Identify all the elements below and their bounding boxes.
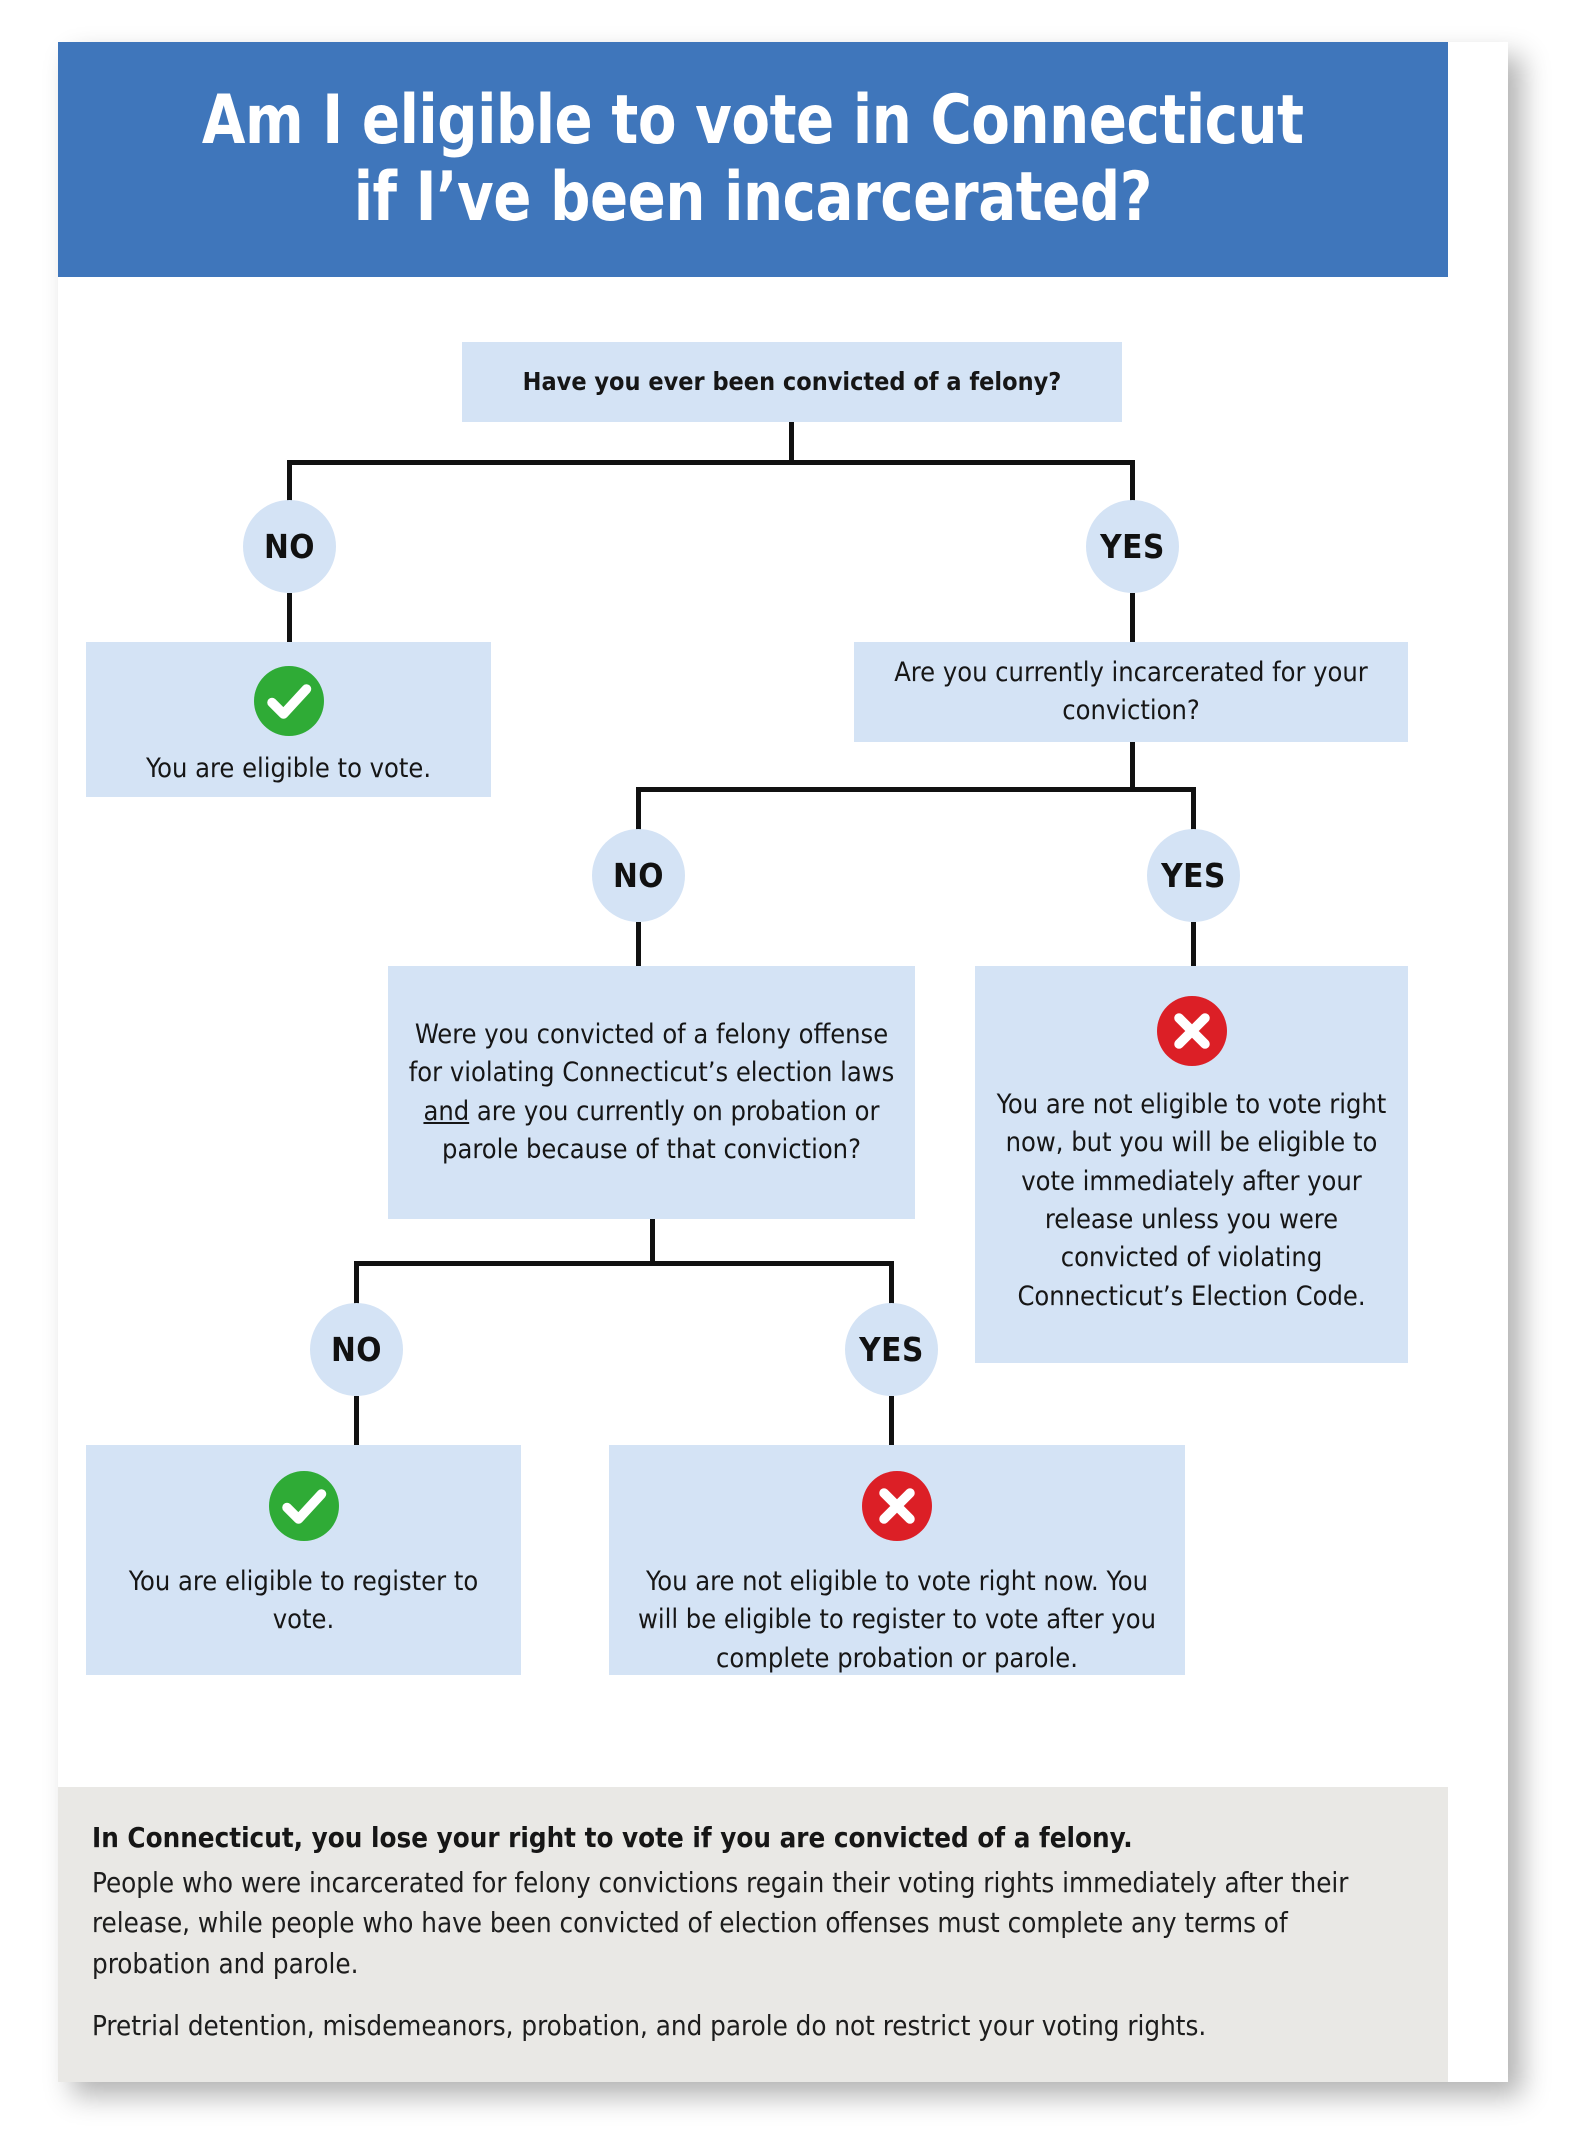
connector-q1-to-no bbox=[287, 460, 292, 503]
answer-q3-no[interactable]: NO bbox=[310, 1303, 403, 1396]
connector-q3-to-yes bbox=[889, 1261, 894, 1306]
connector-q3yes-to-result-4 bbox=[889, 1396, 894, 1446]
result-not-eligible-incarcerated-text: You are not eligible to vote right now, … bbox=[996, 1089, 1387, 1312]
connector-q2yes-to-result-2 bbox=[1191, 922, 1196, 967]
answer-q3-yes[interactable]: YES bbox=[845, 1303, 938, 1396]
answer-q3-yes-label: YES bbox=[859, 1330, 924, 1369]
answer-q3-no-label: NO bbox=[330, 1330, 383, 1369]
infographic-card: Am I eligible to vote in Connecticut if … bbox=[58, 42, 1508, 2082]
page-title-line-2: if I’ve been incarcerated? bbox=[353, 157, 1153, 237]
connector-q3no-to-result-3 bbox=[354, 1396, 359, 1446]
question-1-text: Have you ever been convicted of a felony… bbox=[522, 367, 1062, 397]
result-not-eligible-probation-text: You are not eligible to vote right now. … bbox=[637, 1566, 1157, 1674]
question-2-text: Are you currently incarcerated for your … bbox=[894, 656, 1368, 726]
question-3-emphasis: and bbox=[423, 1095, 470, 1127]
connector-q1-bus bbox=[287, 460, 1135, 465]
connector-q2-stem bbox=[1130, 742, 1135, 790]
connector-yes-to-q2 bbox=[1130, 593, 1135, 643]
question-3-box: Were you convicted of a felony offense f… bbox=[388, 966, 915, 1219]
answer-q2-no-label: NO bbox=[612, 856, 665, 895]
connector-q1-stem bbox=[789, 422, 794, 462]
connector-q3-to-no bbox=[354, 1261, 359, 1306]
connector-q2-to-yes bbox=[1191, 787, 1196, 832]
connector-q3-bus bbox=[354, 1261, 894, 1266]
footer-note-panel: In Connecticut, you lose your right to v… bbox=[58, 1787, 1448, 2082]
result-eligible-to-register-box: You are eligible to register to vote. bbox=[86, 1445, 521, 1675]
result-not-eligible-incarcerated-box: You are not eligible to vote right now, … bbox=[975, 966, 1408, 1363]
answer-q2-no[interactable]: NO bbox=[592, 829, 685, 922]
question-3-text-part-1: Were you convicted of a felony offense f… bbox=[408, 1018, 895, 1089]
answer-q2-yes-label: YES bbox=[1161, 856, 1226, 895]
connector-no-to-result-1 bbox=[287, 593, 292, 643]
connector-q3-stem bbox=[650, 1219, 655, 1264]
check-circle-icon bbox=[253, 666, 324, 736]
x-circle-icon bbox=[862, 1471, 932, 1541]
result-eligible-to-register-text: You are eligible to register to vote. bbox=[128, 1566, 479, 1636]
answer-q2-yes[interactable]: YES bbox=[1147, 829, 1240, 922]
connector-q2-to-no bbox=[636, 787, 641, 832]
result-eligible-to-vote-box: You are eligible to vote. bbox=[86, 642, 491, 797]
result-not-eligible-probation-box: You are not eligible to vote right now. … bbox=[609, 1445, 1185, 1675]
x-circle-icon bbox=[1156, 996, 1227, 1066]
check-circle-icon bbox=[268, 1471, 339, 1541]
footer-paragraph-2: Pretrial detention, misdemeanors, probat… bbox=[92, 2010, 1207, 2043]
question-3-text-part-2: are you currently on probation or parole… bbox=[442, 1095, 880, 1165]
question-1-box: Have you ever been convicted of a felony… bbox=[462, 342, 1122, 422]
question-3-text: Were you convicted of a felony offense f… bbox=[388, 1016, 915, 1169]
footer-paragraph-1: People who were incarcerated for felony … bbox=[92, 1866, 1349, 1980]
page-header: Am I eligible to vote in Connecticut if … bbox=[58, 42, 1448, 277]
connector-q1-to-yes bbox=[1130, 460, 1135, 503]
question-2-box: Are you currently incarcerated for your … bbox=[854, 642, 1408, 742]
answer-q1-no-label: NO bbox=[263, 527, 316, 566]
footer-lead-text: In Connecticut, you lose your right to v… bbox=[92, 1822, 1133, 1854]
answer-q1-yes[interactable]: YES bbox=[1086, 500, 1179, 593]
connector-q2no-to-q3 bbox=[636, 922, 641, 967]
result-eligible-to-vote-text: You are eligible to vote. bbox=[145, 753, 432, 784]
connector-q2-bus bbox=[636, 787, 1196, 792]
answer-q1-no[interactable]: NO bbox=[243, 500, 336, 593]
answer-q1-yes-label: YES bbox=[1100, 527, 1165, 566]
page-title-line-1: Am I eligible to vote in Connecticut bbox=[202, 81, 1304, 161]
